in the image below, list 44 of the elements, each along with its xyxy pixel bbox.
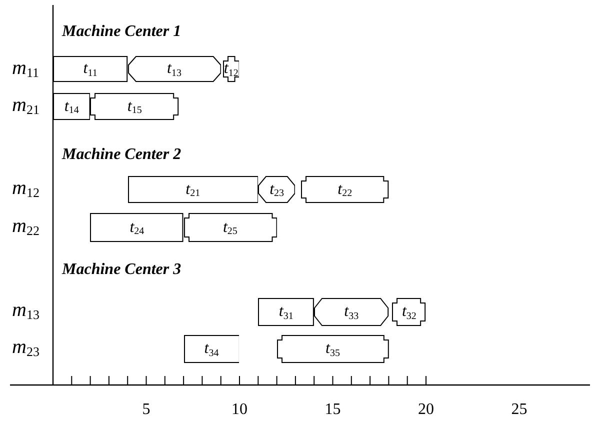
task-bar (184, 335, 240, 363)
section-heading: Machine Center 1 (62, 24, 182, 40)
machine-label: m$_{21}$ (12, 95, 40, 115)
task-bar (128, 56, 221, 82)
machine-label: m$_{12}$ (12, 178, 40, 198)
task-label: t$_{11}$ (83, 61, 98, 77)
task-bar (53, 56, 128, 82)
section-heading: Machine Center 2 (62, 147, 182, 163)
task-label: t$_{14}$ (64, 98, 79, 114)
task-bar (258, 176, 296, 203)
task-label: t$_{34}$ (204, 341, 219, 357)
task-bar (222, 56, 240, 82)
tick-label: 10 (232, 402, 248, 418)
task-label: t$_{21}$ (186, 182, 200, 198)
task-label: t$_{33}$ (344, 304, 359, 320)
machine-label: m$_{22}$ (12, 216, 40, 236)
task-label: t$_{12}$ (224, 61, 238, 77)
task-bar (90, 93, 179, 120)
task-bar (184, 213, 277, 242)
task-bar (392, 298, 426, 326)
task-bar (128, 176, 258, 203)
task-label: t$_{23}$ (270, 182, 284, 198)
task-bar (314, 298, 389, 326)
task-bar (258, 298, 314, 326)
task-label: t$_{22}$ (338, 182, 352, 198)
tick-label: 20 (418, 402, 434, 418)
machine-label: m$_{11}$ (12, 58, 39, 78)
task-bar (90, 213, 184, 242)
task-label: t$_{32}$ (402, 304, 416, 320)
task-label: t$_{13}$ (166, 61, 182, 77)
task-label: t$_{31}$ (278, 304, 294, 320)
tick-label: 25 (511, 402, 528, 418)
tick-label: 5 (142, 402, 150, 418)
task-label: t$_{35}$ (326, 341, 340, 357)
task-bar (276, 335, 389, 363)
task-bar (53, 93, 90, 120)
task-label: t$_{15}$ (127, 98, 142, 114)
task-label: t$_{24}$ (130, 220, 144, 236)
task-label: t$_{25}$ (222, 220, 238, 236)
machine-label: m$_{13}$ (12, 300, 40, 320)
section-heading: Machine Center 3 (62, 262, 182, 278)
task-bar (301, 176, 389, 203)
machine-label: m$_{23}$ (12, 337, 40, 357)
tick-label: 15 (324, 402, 341, 418)
